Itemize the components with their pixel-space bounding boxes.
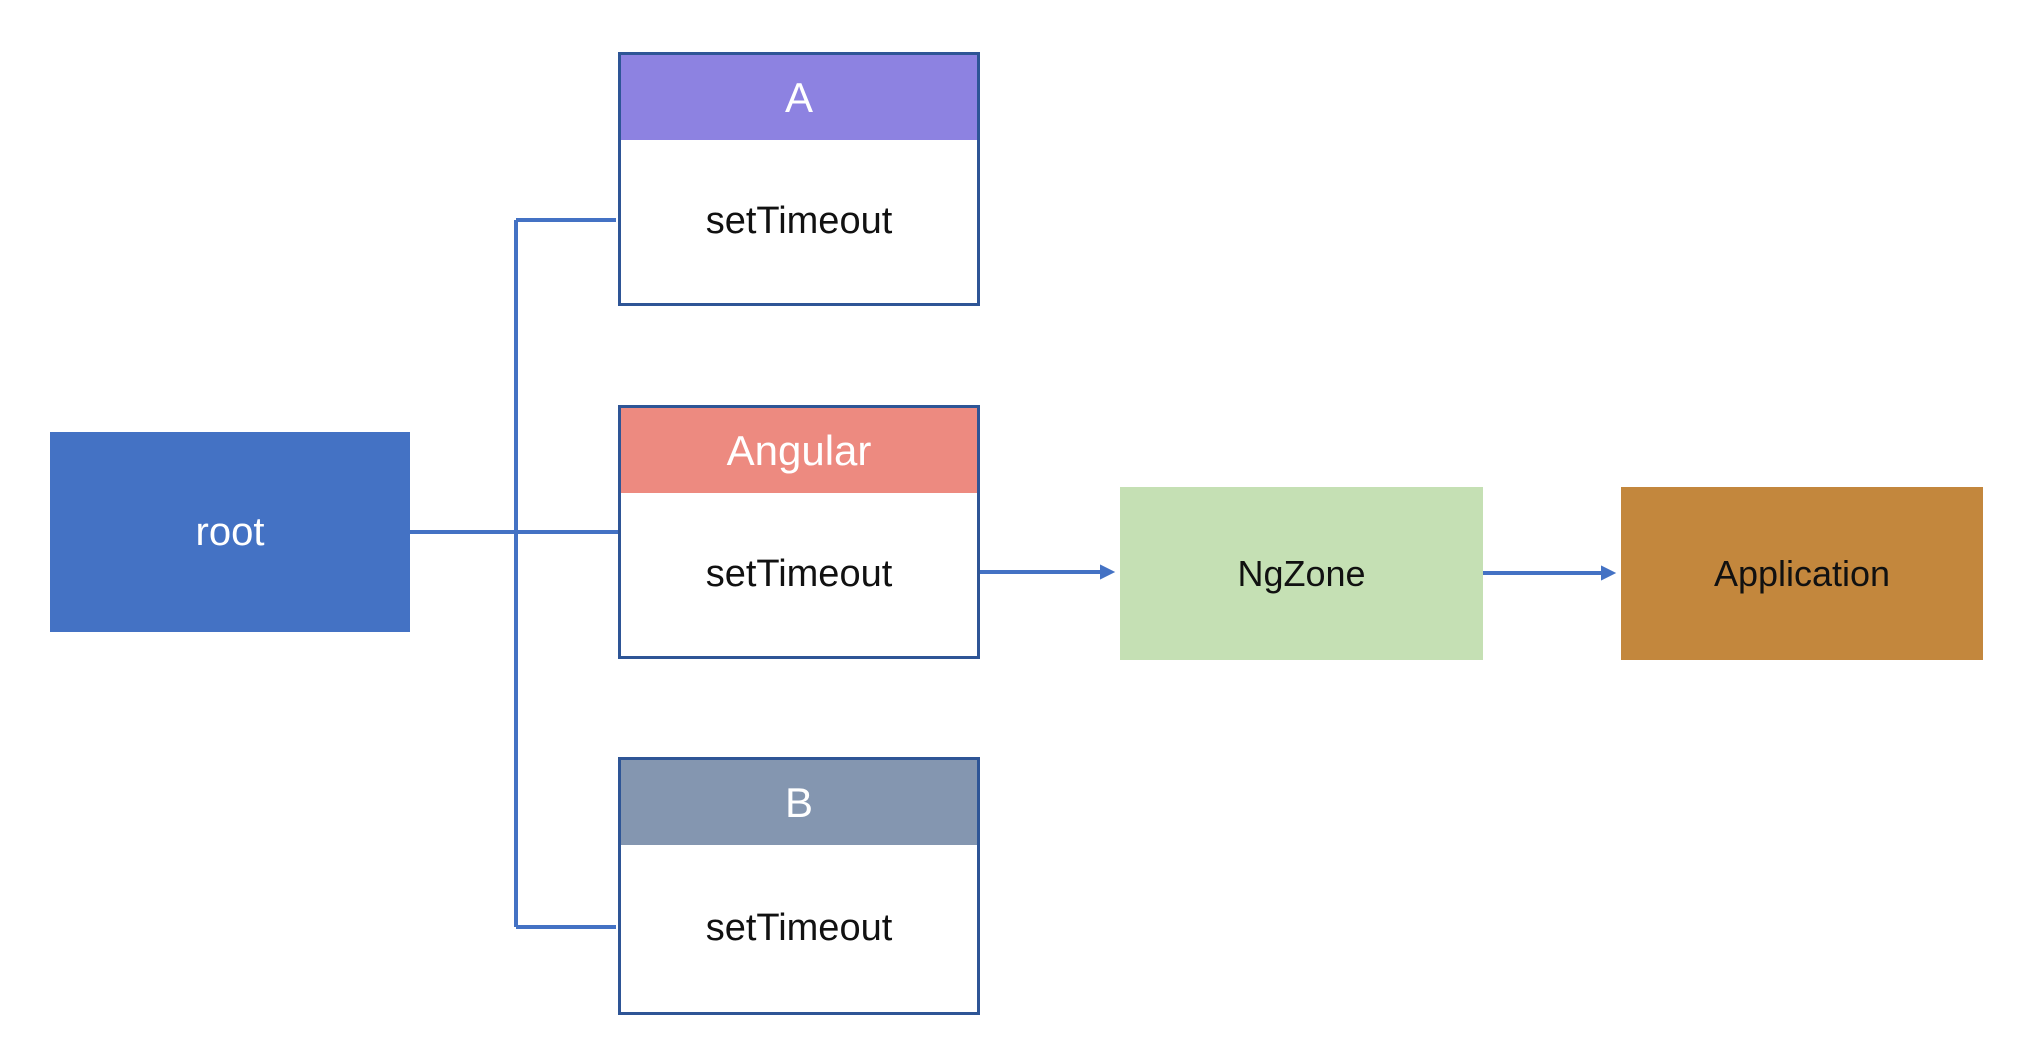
root-node: root bbox=[50, 432, 410, 632]
ngzone-node: NgZone bbox=[1120, 487, 1483, 660]
zone-a-box: A setTimeout bbox=[618, 52, 980, 306]
zone-a-header: A bbox=[621, 55, 977, 140]
zone-angular-box: Angular setTimeout bbox=[618, 405, 980, 659]
zone-a-body-label: setTimeout bbox=[705, 200, 893, 242]
zone-a-body: setTimeout bbox=[621, 140, 977, 303]
application-label: Application bbox=[1713, 552, 1891, 594]
ngzone-label: NgZone bbox=[1237, 552, 1366, 594]
zone-angular-body-label: setTimeout bbox=[705, 553, 893, 595]
application-node: Application bbox=[1621, 487, 1983, 660]
root-label: root bbox=[195, 509, 265, 554]
zone-b-body-label: setTimeout bbox=[705, 907, 893, 949]
zone-a-title: A bbox=[784, 73, 813, 121]
zone-angular-body: setTimeout bbox=[621, 493, 977, 656]
zone-b-body: setTimeout bbox=[621, 845, 977, 1012]
zone-b-box: B setTimeout bbox=[618, 757, 980, 1015]
zone-b-header: B bbox=[621, 760, 977, 845]
zone-angular-title: Angular bbox=[726, 426, 872, 474]
zone-b-title: B bbox=[784, 778, 813, 826]
zone-angular-header: Angular bbox=[621, 408, 977, 493]
